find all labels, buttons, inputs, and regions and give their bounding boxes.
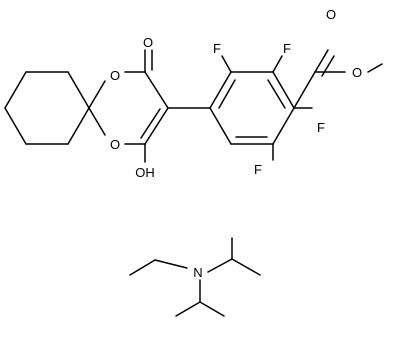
atom-labels: O O O OH F F F F O O N	[110, 7, 362, 280]
ring-oxygen-lower-label: O	[110, 137, 120, 152]
diisopropylethylamine	[129, 237, 261, 317]
ester-oxygen-label: O	[352, 65, 362, 80]
dioxinone-ring	[88, 49, 211, 163]
ring-oxygen-upper-label: O	[110, 68, 120, 83]
carbonyl-oxygen-label: O	[143, 35, 153, 50]
fluorine-top-right-label: F	[283, 41, 291, 56]
fluorine-bottom-label: F	[254, 162, 262, 177]
fluorine-right-label: F	[317, 120, 325, 135]
methyl-ester	[293, 49, 383, 109]
benzene-ring	[209, 55, 313, 161]
cyclohexane-ring	[4, 71, 90, 145]
fluorine-top-left-label: F	[213, 41, 221, 56]
amine-nitrogen-label: N	[193, 265, 202, 280]
hydroxyl-label: OH	[135, 165, 155, 180]
ester-carbonyl-oxygen-label: O	[326, 7, 336, 22]
